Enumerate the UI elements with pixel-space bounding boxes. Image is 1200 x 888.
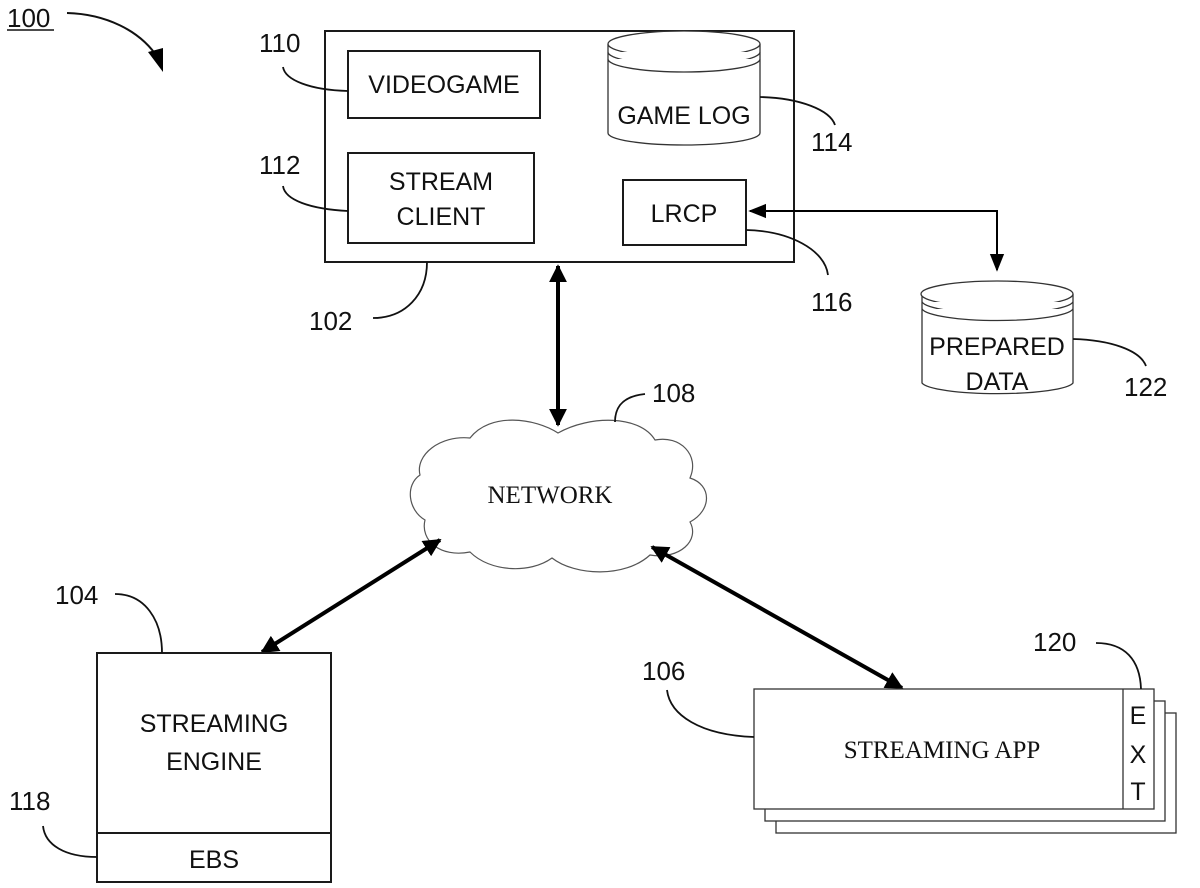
prepared-data-ref: 122 xyxy=(1124,372,1167,402)
streaming-engine-ref: 104 xyxy=(55,580,98,610)
network-leader xyxy=(615,394,645,422)
videogame-label: VIDEOGAME xyxy=(368,71,519,99)
figure-pointer-curve xyxy=(67,13,158,58)
videogame-ref: 110 xyxy=(259,28,300,58)
stream-client-module: STREAM CLIENT 112 xyxy=(259,150,534,243)
streaming-engine-leader xyxy=(115,594,162,653)
prepared-data-label-line1: PREPARED xyxy=(929,333,1065,361)
ebs-label: EBS xyxy=(189,846,239,874)
prepared-data-leader xyxy=(1073,339,1146,366)
ext-letter-x: X xyxy=(1130,741,1147,769)
streaming-app-label: STREAMING APP xyxy=(844,737,1041,764)
ext-ref: 120 xyxy=(1033,627,1076,657)
streaming-app-ref: 106 xyxy=(642,656,685,686)
figure-pointer-arrowhead xyxy=(148,48,163,72)
network-label: NETWORK xyxy=(488,482,613,509)
figure-reference: 100 xyxy=(7,3,163,72)
figure-number: 100 xyxy=(7,3,50,33)
ebs-leader xyxy=(43,826,97,857)
ext-letter-t: T xyxy=(1130,778,1145,806)
game-log-label: GAME LOG xyxy=(617,102,750,130)
streaming-engine-label-line2: ENGINE xyxy=(166,748,262,776)
streaming-app-leader xyxy=(667,690,754,737)
prepared-data-label-line2: DATA xyxy=(966,368,1029,396)
lrcp-ref: 116 xyxy=(811,287,852,317)
network-streaming-app-arrow xyxy=(652,547,902,688)
lrcp-label: LRCP xyxy=(651,200,718,228)
streaming-engine-label-line1: STREAMING xyxy=(140,710,289,738)
game-log-store: GAME LOG 114 xyxy=(608,31,852,157)
network-streaming-engine-arrow xyxy=(262,540,440,652)
stream-client-ref: 112 xyxy=(259,150,300,180)
network-ref: 108 xyxy=(652,378,695,408)
streaming-app: STREAMING APP E X T 106 120 xyxy=(642,627,1176,833)
ext-letter-e: E xyxy=(1130,702,1147,730)
stream-client-label-line2: CLIENT xyxy=(397,203,486,231)
game-log-ref: 114 xyxy=(811,127,852,157)
streaming-engine: STREAMING ENGINE EBS 104 118 xyxy=(9,580,331,882)
ebs-ref: 118 xyxy=(9,786,50,816)
client-device-leader xyxy=(373,262,427,318)
client-device-ref: 102 xyxy=(309,306,352,336)
ext-leader xyxy=(1096,643,1141,689)
stream-client-label-line1: STREAM xyxy=(389,168,493,196)
prepared-data-store: PREPARED DATA 122 xyxy=(921,281,1167,402)
